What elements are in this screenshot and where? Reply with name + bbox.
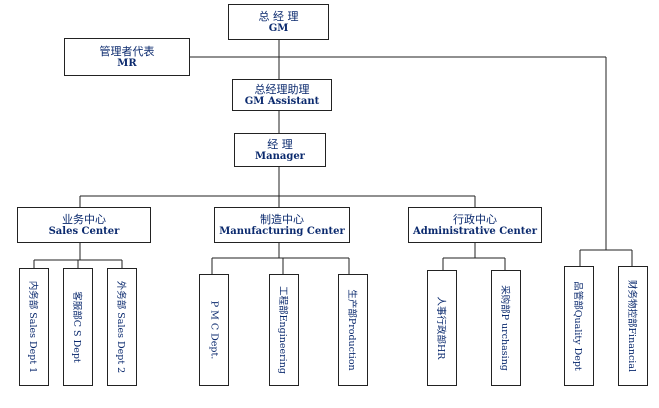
dept-pmc-label: P M C Dept. <box>208 300 220 360</box>
dept-hr: 人事行政部HR <box>427 270 457 386</box>
dept-sales-1-label: 内务部 Sales Dept 1 <box>27 280 38 374</box>
assistant-en-label: GM Assistant <box>244 95 320 107</box>
dept-pmc: P M C Dept. <box>199 274 229 386</box>
manufacturing-center-cn-label: 制造中心 <box>260 212 304 226</box>
manager-box: 经 理 Manager <box>234 133 326 167</box>
manufacturing-center-en-label: Manufacturing Center <box>219 225 345 237</box>
sales-center-cn-label: 业务中心 <box>62 212 106 226</box>
dept-sales-1: 内务部 Sales Dept 1 <box>19 268 49 386</box>
administrative-center-en-label: Administrative Center <box>412 225 538 237</box>
sales-center-en-label: Sales Center <box>48 225 120 237</box>
dept-purchasing: 采购部P urchasing <box>491 270 521 386</box>
gm-assistant-box: 总经理助理 GM Assistant <box>232 79 332 111</box>
dept-purchasing-label: 采购部P urchasing <box>499 285 510 371</box>
dept-cs-label: 客服部C S Dept <box>71 291 82 363</box>
dept-quality: 品管部Quality Dept <box>564 266 594 386</box>
gm-cn-label: 总 经 理 <box>258 9 299 23</box>
gm-en-label: GM <box>268 22 289 34</box>
dept-quality-label: 品管部Quality Dept <box>572 281 583 371</box>
manufacturing-center-box: 制造中心 Manufacturing Center <box>214 207 350 243</box>
sales-center-box: 业务中心 Sales Center <box>17 207 151 243</box>
dept-engineering-label: 工程部Engineering <box>277 286 288 374</box>
dept-engineering: 工程部Engineering <box>269 274 299 386</box>
dept-production: 生产部Production <box>338 274 368 386</box>
dept-production-label: 生产部Production <box>346 289 357 371</box>
mr-en-label: MR <box>117 57 137 69</box>
dept-financial: 财务物控部Financial <box>618 266 648 386</box>
assistant-cn-label: 总经理助理 <box>254 82 310 96</box>
mr-cn-label: 管理者代表 <box>99 44 155 58</box>
gm-box: 总 经 理 GM <box>228 4 329 40</box>
dept-cs: 客服部C S Dept <box>63 268 93 386</box>
dept-hr-label: 人事行政部HR <box>435 296 446 360</box>
dept-financial-label: 财务物控部Financial <box>626 279 637 373</box>
dept-sales-2: 外务部 Sales Dept 2 <box>107 268 137 386</box>
dept-sales-2-label: 外务部 Sales Dept 2 <box>115 280 126 374</box>
manager-cn-label: 经 理 <box>267 137 293 151</box>
administrative-center-box: 行政中心 Administrative Center <box>408 207 542 243</box>
mr-box: 管理者代表 MR <box>64 38 190 76</box>
manager-en-label: Manager <box>255 150 305 162</box>
administrative-center-cn-label: 行政中心 <box>453 212 497 226</box>
